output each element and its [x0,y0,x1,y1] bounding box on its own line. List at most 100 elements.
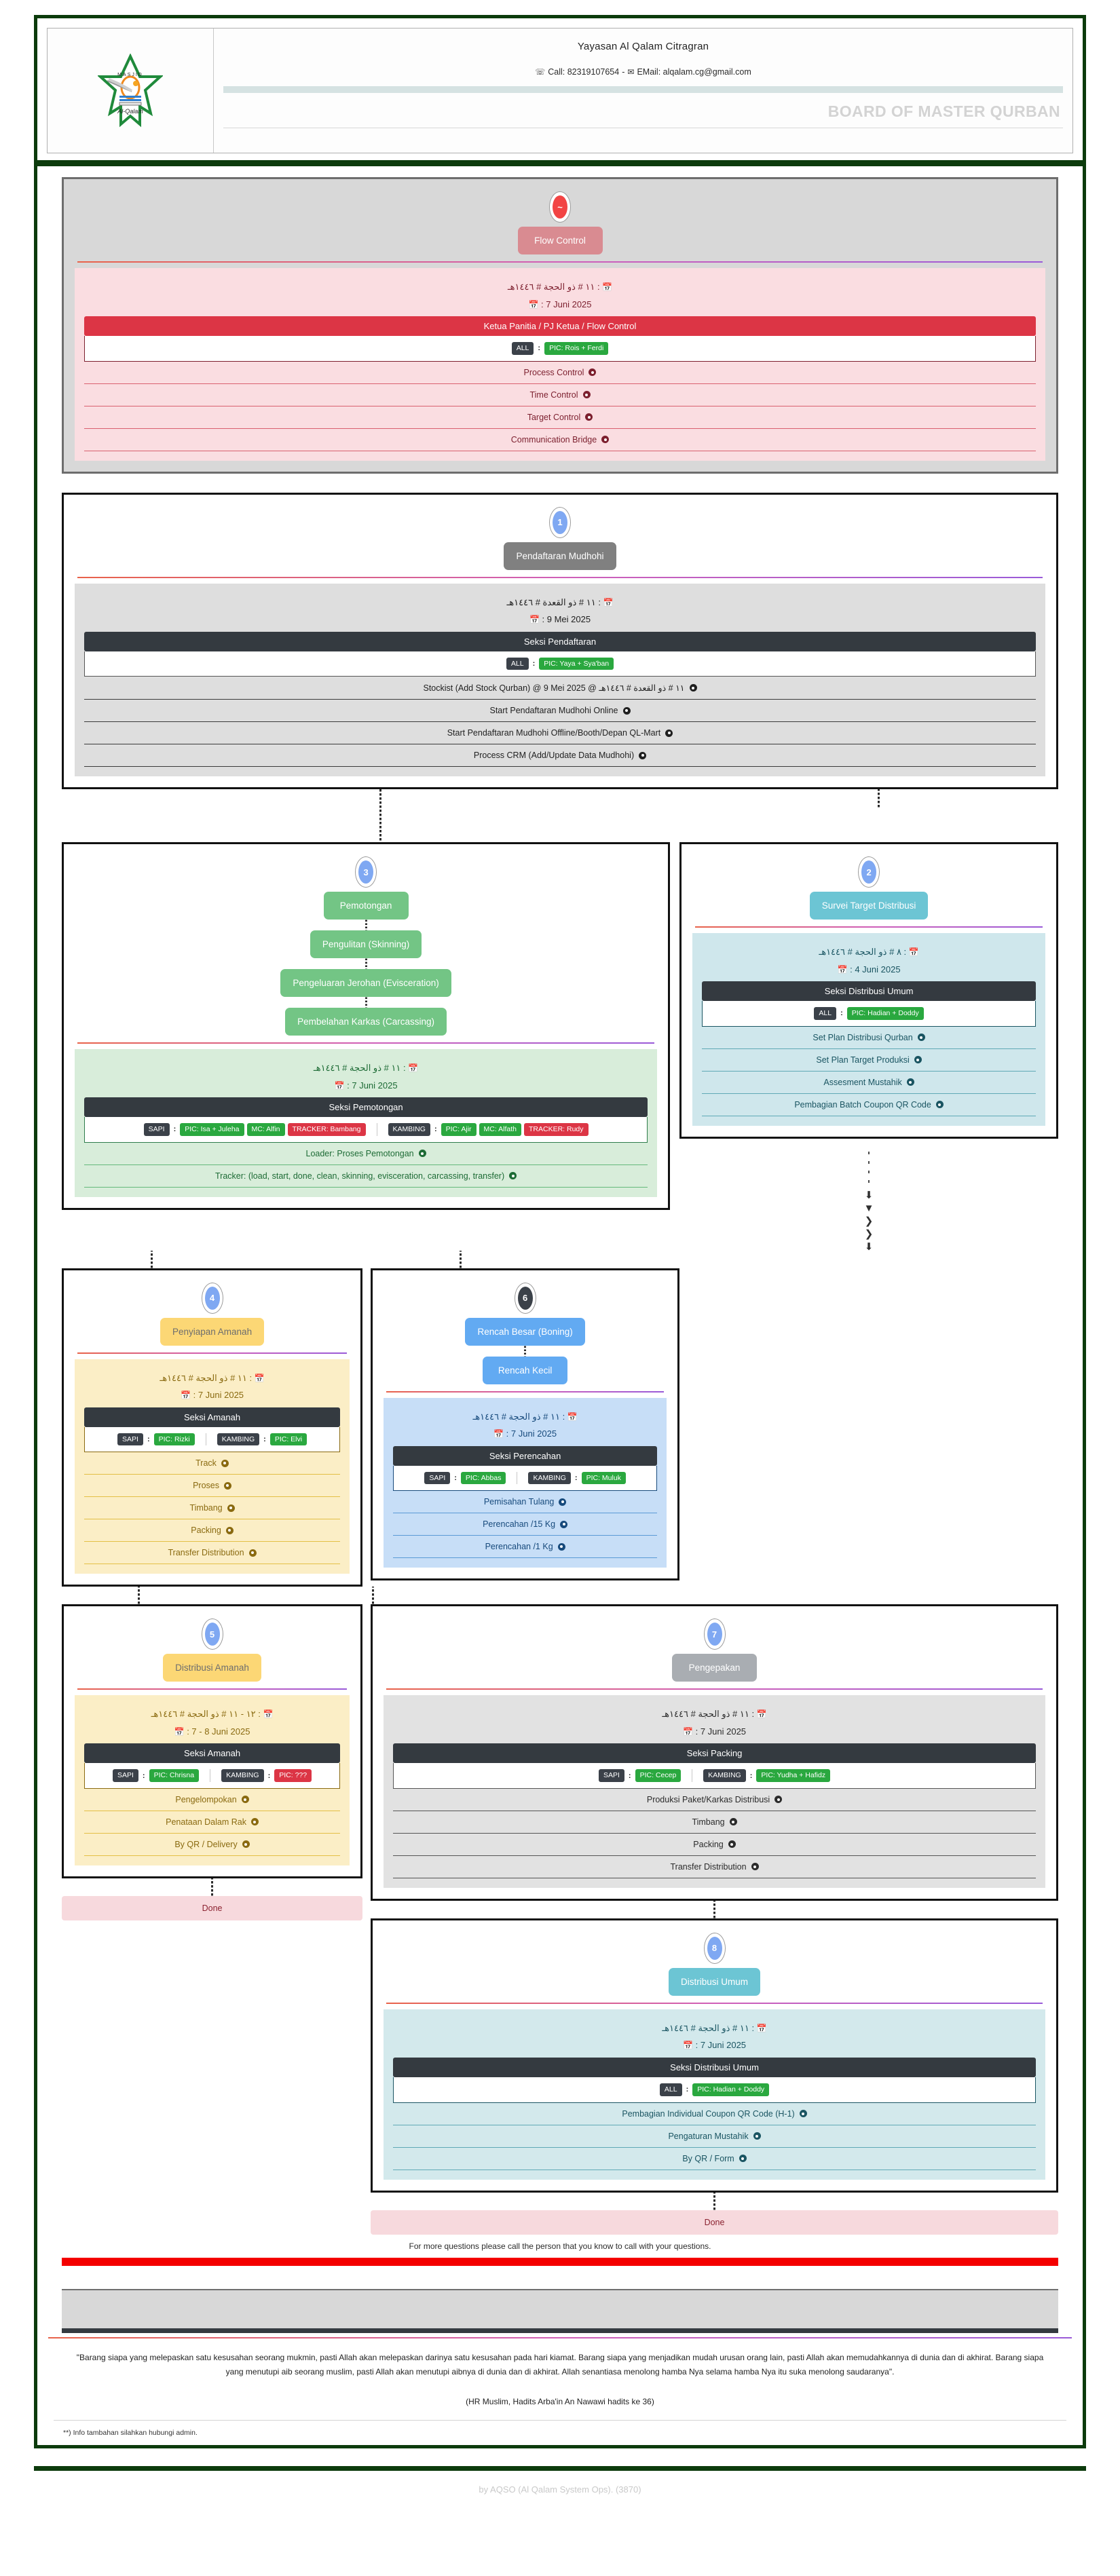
svg-text:MASJID: MASJID [117,73,143,77]
step-3-subpill-evisceration[interactable]: Pengeluaran Jerohan (Evisceration) [280,969,451,998]
task-item[interactable]: Pembagian Individual Coupon QR Code (H-1… [393,2103,1036,2125]
step-7-card[interactable]: 7 Pengepakan 📅 : ١١ # ذو الحجة # ١٤٤٦هـ … [371,1604,1058,1901]
task-item[interactable]: Pembagian Batch Coupon QR Code [702,1094,1036,1116]
step-7-pill[interactable]: Pengepakan [672,1654,758,1682]
task-item[interactable]: Packing [84,1519,341,1542]
task-item[interactable]: Transfer Distribution [393,1856,1036,1878]
step-3-badge: 3 [355,856,377,888]
step-5-pill[interactable]: Distribusi Amanah [163,1654,261,1682]
task-item[interactable]: Packing [393,1834,1036,1856]
task-item[interactable]: Target Control [84,406,1036,429]
task-item[interactable]: Process CRM (Add/Update Data Mudhohi) [84,744,1036,768]
question-note: For more questions please call the perso… [409,2241,711,2251]
step-1-greg-date: 📅 : 9 Mei 2025 [529,614,591,625]
task-item[interactable]: Set Plan Distribusi Qurban [702,1027,1036,1049]
pic-tag: PIC: Yaya + Sya'ban [539,657,614,670]
task-item[interactable]: By QR / Form [393,2148,1036,2170]
task-item[interactable]: Time Control [84,384,1036,406]
task-item[interactable]: Transfer Distribution [84,1542,341,1565]
step-1-card[interactable]: 1 Pendaftaran Mudhohi 📅 : ١١ # ذو القعدة… [62,492,1058,790]
task-item[interactable]: Stockist (Add Stock Qurban) @ 9 Mei 2025… [84,677,1036,700]
pic-group-kambing: KAMBING : PIC: Elvi [205,1433,318,1446]
step-6-pill[interactable]: Rencah Besar (Boning) [465,1317,585,1346]
task-status-dot [935,1101,944,1109]
animal-tag: SAPI [424,1471,451,1485]
step-2-badge-number: 2 [861,860,877,884]
step-8-badge: 8 [703,1932,726,1964]
step-7-greg-date: 📅 : 7 Juni 2025 [683,1726,747,1737]
header-green-strip [37,160,1083,166]
task-item[interactable]: Pengelompokan [84,1789,341,1811]
step-1-panel: 📅 : ١١ # ذو القعدة # ١٤٤٦هـ 📅 : 9 Mei 20… [75,583,1045,777]
task-item[interactable]: Start Pendaftaran Mudhohi Offline/Booth/… [84,722,1036,745]
flow-control-pill[interactable]: Flow Control [517,227,603,254]
task-item[interactable]: Pengaturan Mustahik [393,2125,1036,2148]
animal-tag: KAMBING [217,1433,260,1446]
step-3-badge-number: 3 [358,860,374,884]
task-status-dot [582,391,591,399]
connector-1-to-3 [379,789,383,843]
task-item[interactable]: By QR / Delivery [84,1834,341,1856]
flow-control-greg-date: 📅 : 7 Juni 2025 [528,299,592,309]
task-item[interactable]: Produksi Paket/Karkas Distribusi [393,1789,1036,1811]
task-item[interactable]: Assesment Mustahik [702,1072,1036,1094]
flow-control-card[interactable]: ~ Flow Control 📅 : ١١ # ذو الحجة # ١٤٤٦ه… [62,177,1058,474]
step-8-card[interactable]: 8 Distribusi Umum 📅 : ١١ # ذو الحجة # ١٤… [371,1918,1058,2193]
step-4-card[interactable]: 4 Penyiapan Amanah 📅 : ١١ # ذو الحجة # ١… [62,1268,363,1587]
task-item[interactable]: Perencahan /1 Kg [393,1536,658,1559]
pic-tag: PIC: ??? [274,1769,312,1782]
step-8-badge-number: 8 [707,1936,722,1960]
pic-group-kambing: KAMBING : PIC: Ajir MC: Alfath TRACKER: … [376,1123,599,1136]
task-status-dot [225,1526,234,1534]
step-3-subpill-carcassing[interactable]: Pembelahan Karkas (Carcassing) [285,1008,447,1036]
task-item[interactable]: Perencahan /15 Kg [393,1513,658,1536]
step-2-pill[interactable]: Survei Target Distribusi [809,892,929,920]
step-1-badge-number: 1 [553,510,567,534]
step-3-subpill-skinning[interactable]: Pengulitan (Skinning) [310,930,422,959]
step-3-pill[interactable]: Pemotongan [323,892,409,920]
step-7-task-list: Produksi Paket/Karkas Distribusi Timbang… [393,1789,1036,1878]
task-item[interactable]: Communication Bridge [84,429,1036,451]
task-status-dot [914,1056,922,1064]
task-item[interactable]: Proses [84,1475,341,1498]
rainbow-divider [77,1042,655,1044]
task-item[interactable]: Pemisahan Tulang [393,1491,658,1514]
pic-tag: PIC: Ajir [441,1123,477,1136]
step-2-card[interactable]: 2 Survei Target Distribusi 📅 : ٨ # ذو ال… [679,842,1058,1139]
step-6-subpill-rencah-kecil[interactable]: Rencah Kecil [483,1356,568,1384]
task-item[interactable]: Penataan Dalam Rak [84,1811,341,1834]
flow-control-badge-number: ~ [553,195,567,219]
step-2-pic-row: ALL : PIC: Hadian + Doddy [702,1001,1036,1027]
step-4-pill[interactable]: Penyiapan Amanah [160,1317,265,1346]
step-8-pill[interactable]: Distribusi Umum [669,1967,761,1996]
task-item[interactable]: Timbang [393,1811,1036,1834]
task-item[interactable]: Set Plan Target Produksi [702,1049,1036,1072]
page-root: Al-Qalam MASJID Yayasan Al Qalam Citragr… [34,15,1086,2495]
row-step3-step2: 3 Pemotongan Pengulitan (Skinning) Penge… [62,842,1058,1252]
header-spacer [223,128,1063,146]
step-7-panel: 📅 : ١١ # ذو الحجة # ١٤٤٦هـ 📅 : 7 Juni 20… [384,1695,1045,1888]
calendar-icon: 📅 [493,1429,504,1439]
task-item[interactable]: Tracker: (load, start, done, clean, skin… [84,1165,648,1188]
step-5-card[interactable]: 5 Distribusi Amanah 📅 : ١٢ - ١١ # ذو الح… [62,1604,363,1878]
step-5-hijri-date: 📅 : ١٢ - ١١ # ذو الحجة # ١٤٤٦هـ [151,1709,274,1720]
pic-group: ALL : PIC: Rois + Ferdi [501,342,620,355]
pic-colon: : [538,344,541,353]
task-status-dot [589,368,597,377]
step-3-card[interactable]: 3 Pemotongan Pengulitan (Skinning) Penge… [62,842,671,1210]
flow-control-task-list: Process Control Time Control Target Cont… [84,362,1036,451]
task-status-dot [418,1150,426,1158]
task-item[interactable]: Track [84,1452,341,1475]
connector-7-to-8 [713,1900,717,1918]
footer-gap [62,2265,1058,2289]
task-item[interactable]: Loader: Proses Pemotongan [84,1143,648,1165]
pic-tag: PIC: Abbas [460,1471,506,1485]
task-item[interactable]: Timbang [84,1497,341,1520]
task-item[interactable]: Start Pendaftaran Mudhohi Online [84,700,1036,723]
step-6-card[interactable]: 6 Rencah Besar (Boning) Rencah Kecil 📅 :… [371,1268,680,1581]
step-6-badge-number: 6 [517,1286,533,1310]
step-1-pill[interactable]: Pendaftaran Mudhohi [504,542,616,570]
task-item[interactable]: Process Control [84,362,1036,384]
step-2-greg-date: 📅 : 4 Juni 2025 [837,964,901,974]
step-6-pill-chain: Rencah Besar (Boning) Rencah Kecil [384,1317,667,1384]
